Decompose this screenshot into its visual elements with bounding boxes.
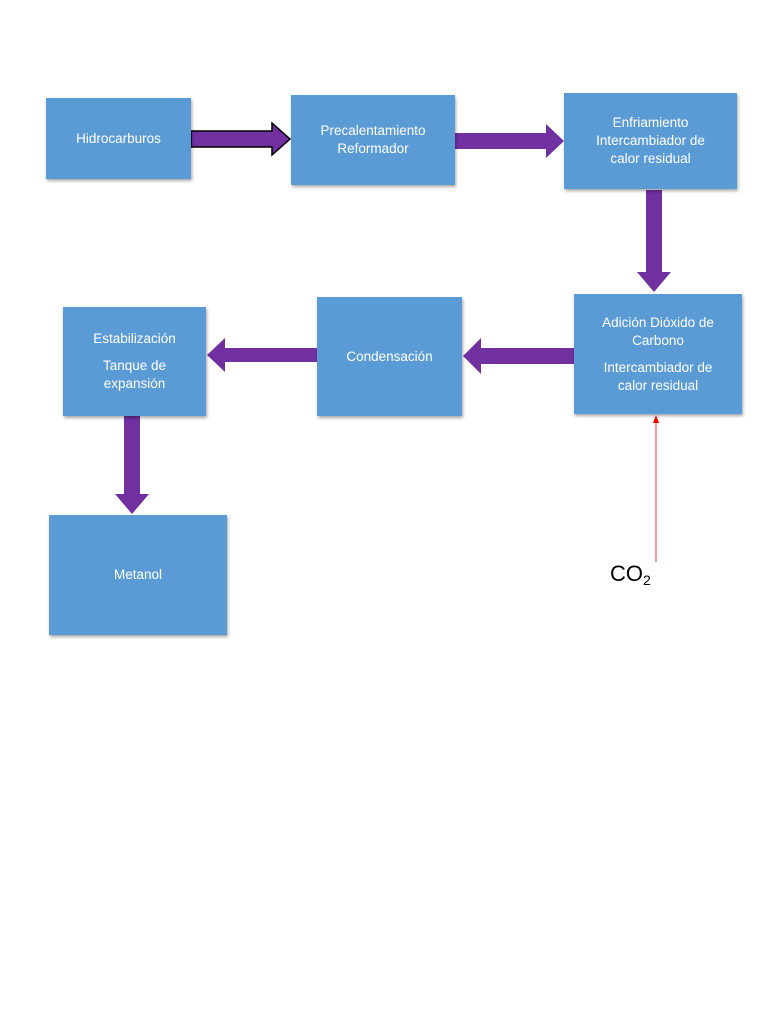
arrow-enfriamiento-to-adicion [637,190,671,292]
co2-main: CO [610,561,643,586]
node-metanol: Metanol [49,515,227,635]
node-precalentamiento: Precalentamiento Reformador [291,95,455,185]
node-label: Precalentamiento [320,123,426,138]
node-label: Intercambiador de [596,133,705,148]
node-label: Adición Dióxido de [602,314,714,330]
arrow-precalentamiento-to-enfriamiento [455,124,564,158]
node-label: calor residual [617,377,699,393]
node-condensacion: Condensación [317,297,462,416]
node-label: Hidrocarburos [76,130,161,146]
node-label: Intercambiador de [603,359,713,375]
arrow-hidrocarburos-to-precalentamiento [190,121,292,157]
node-label: Tanque de [102,358,167,373]
co2-input-arrowhead [653,415,659,423]
node-label: Reformador [337,141,409,156]
node-label: Carbono [632,332,684,348]
node-label: Condensación [346,348,433,364]
node-label: Metanol [113,567,163,582]
node-estabilizacion: Estabilización Tanque de expansión [63,307,206,416]
co2-input-label: CO2 [610,561,651,589]
node-adicion-dioxido: Adición Dióxido de Carbono Intercambiado… [574,294,742,414]
node-label: Enfriamiento [612,115,689,130]
node-hidrocarburos: Hidrocarburos [46,98,191,179]
node-label: expansión [103,376,166,391]
node-enfriamiento: Enfriamiento Intercambiador de calor res… [564,93,737,189]
co2-subscript: 2 [643,572,651,588]
node-label: Estabilización [93,331,176,346]
node-label: calor residual [610,151,691,166]
arrow-condensacion-to-estabilizacion [207,338,317,372]
arrow-estabilizacion-to-metanol [115,416,149,514]
arrow-adicion-to-condensacion [463,338,574,374]
